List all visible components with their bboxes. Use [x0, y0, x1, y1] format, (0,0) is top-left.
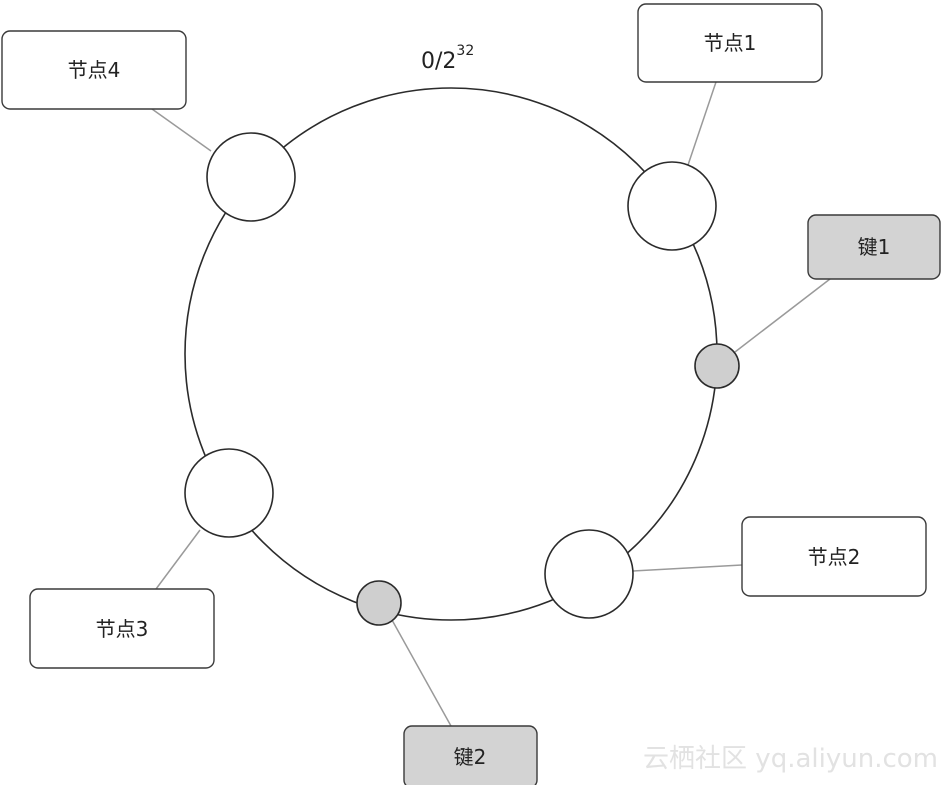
key1-box: 键1	[807, 214, 941, 280]
node1-label: 节点1	[704, 31, 757, 55]
connector-node1	[686, 81, 717, 169]
node4-ring-point	[206, 132, 296, 222]
watermark: 云栖社区 yq.aliyun.com	[643, 744, 938, 774]
node2-label: 节点2	[808, 545, 861, 569]
node1-box-frame	[637, 3, 823, 83]
key1-box-frame	[807, 214, 941, 280]
ring-label: 0/232	[421, 43, 474, 74]
key2-ring-point	[356, 580, 402, 626]
node2-box-frame	[741, 516, 927, 597]
node4-box: 节点4	[1, 30, 187, 110]
node2-ring-point	[544, 529, 634, 619]
node1-ring-point	[627, 161, 717, 251]
key2-label: 键2	[454, 745, 487, 769]
key1-ring-point	[694, 343, 740, 389]
key1-label: 键1	[858, 235, 891, 259]
node3-box-frame	[29, 588, 215, 669]
connector-node3	[155, 529, 201, 590]
node3-box: 节点3	[29, 588, 215, 669]
node3-label: 节点3	[96, 617, 149, 641]
node4-box-frame	[1, 30, 187, 110]
connector-node4	[151, 108, 212, 152]
connector-key2	[391, 619, 452, 727]
node3-ring-point	[184, 448, 274, 538]
key2-box: 键2	[403, 725, 538, 785]
key2-box-frame	[403, 725, 538, 785]
ring-label-text: 0/2	[421, 49, 456, 74]
node2-box: 节点2	[741, 516, 927, 597]
node4-label: 节点4	[68, 58, 121, 82]
ring-label-exponent: 32	[456, 43, 474, 59]
connector-key1	[734, 278, 831, 353]
connector-node2	[632, 564, 743, 572]
node1-box: 节点1	[637, 3, 823, 83]
